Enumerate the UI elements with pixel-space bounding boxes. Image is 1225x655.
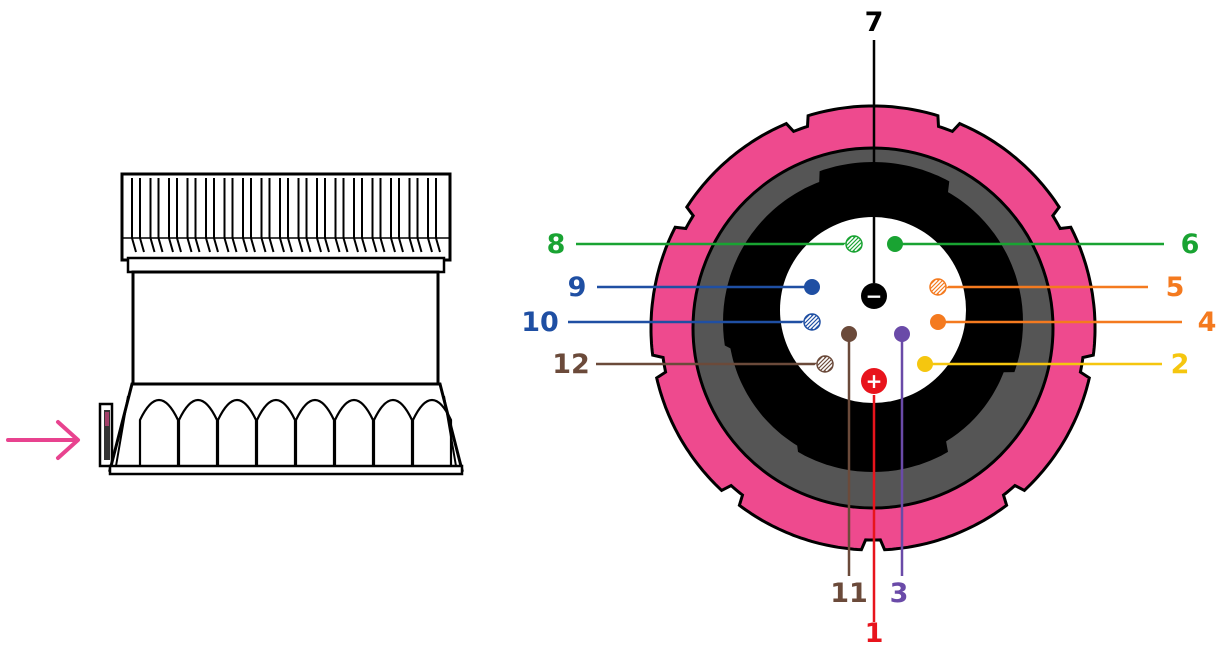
pin-9-contact xyxy=(804,279,820,295)
pin-11-contact xyxy=(841,326,857,342)
pin-7-label: 7 xyxy=(865,7,884,38)
stripe xyxy=(842,236,858,252)
connector-tip xyxy=(98,402,114,468)
pin-9: 9 xyxy=(568,272,820,303)
stripe xyxy=(846,236,862,252)
pin-12-outline xyxy=(816,355,834,373)
pin-12: 12 xyxy=(552,349,841,380)
pin-6-label: 6 xyxy=(1181,229,1200,260)
pin-5-label: 5 xyxy=(1166,272,1185,303)
stripe xyxy=(800,314,816,330)
pin-4: 4 xyxy=(930,307,1216,338)
pin-9-label: 9 xyxy=(568,272,587,303)
pin-6: 6 xyxy=(887,229,1199,260)
stripe xyxy=(926,279,942,295)
pin-2-label: 2 xyxy=(1171,349,1190,380)
connector-side-view xyxy=(6,172,464,476)
pin-1-polarity-symbol: + xyxy=(866,369,883,393)
pin-4-contact xyxy=(930,314,946,330)
pin-10-outline xyxy=(803,313,821,331)
collar-lip xyxy=(126,256,446,274)
pin-1-contact xyxy=(861,368,887,394)
pin-8-label: 8 xyxy=(547,229,566,260)
pin-3-label: 3 xyxy=(890,578,909,609)
pin-2: 2 xyxy=(917,349,1189,380)
pin-8: 8 xyxy=(547,229,870,260)
stripe xyxy=(821,356,837,372)
pin-4-label: 4 xyxy=(1198,307,1217,338)
pin-11-label: 11 xyxy=(830,578,868,609)
pin-6-contact xyxy=(887,236,903,252)
pin-1: +1 xyxy=(861,368,887,649)
stripe xyxy=(813,356,829,372)
stripe xyxy=(930,279,946,295)
stripe xyxy=(850,236,866,252)
insertion-direction-arrow-icon xyxy=(6,420,80,460)
stripe xyxy=(804,314,820,330)
pin-3-contact xyxy=(894,326,910,342)
stripe xyxy=(808,314,824,330)
pin-7: −7 xyxy=(861,7,887,309)
pin-7-contact xyxy=(861,283,887,309)
connector-body xyxy=(131,270,440,386)
pin-2-contact xyxy=(917,356,933,372)
pin-12-label: 12 xyxy=(552,349,590,380)
pin-11: 11 xyxy=(830,326,868,609)
pin-10-label: 10 xyxy=(521,307,559,338)
stripe xyxy=(934,279,950,295)
pin-8-outline xyxy=(845,235,863,253)
pin-5-outline xyxy=(929,278,947,296)
pin-5: 5 xyxy=(922,272,1185,303)
pin-10: 10 xyxy=(521,307,828,338)
pin-3: 3 xyxy=(890,326,910,609)
bottom-ribbed-grip xyxy=(108,382,464,476)
stripe xyxy=(817,356,833,372)
top-ribbed-collar xyxy=(120,172,452,262)
pin-7-polarity-symbol: − xyxy=(866,284,883,308)
pin-1-label: 1 xyxy=(865,618,884,649)
